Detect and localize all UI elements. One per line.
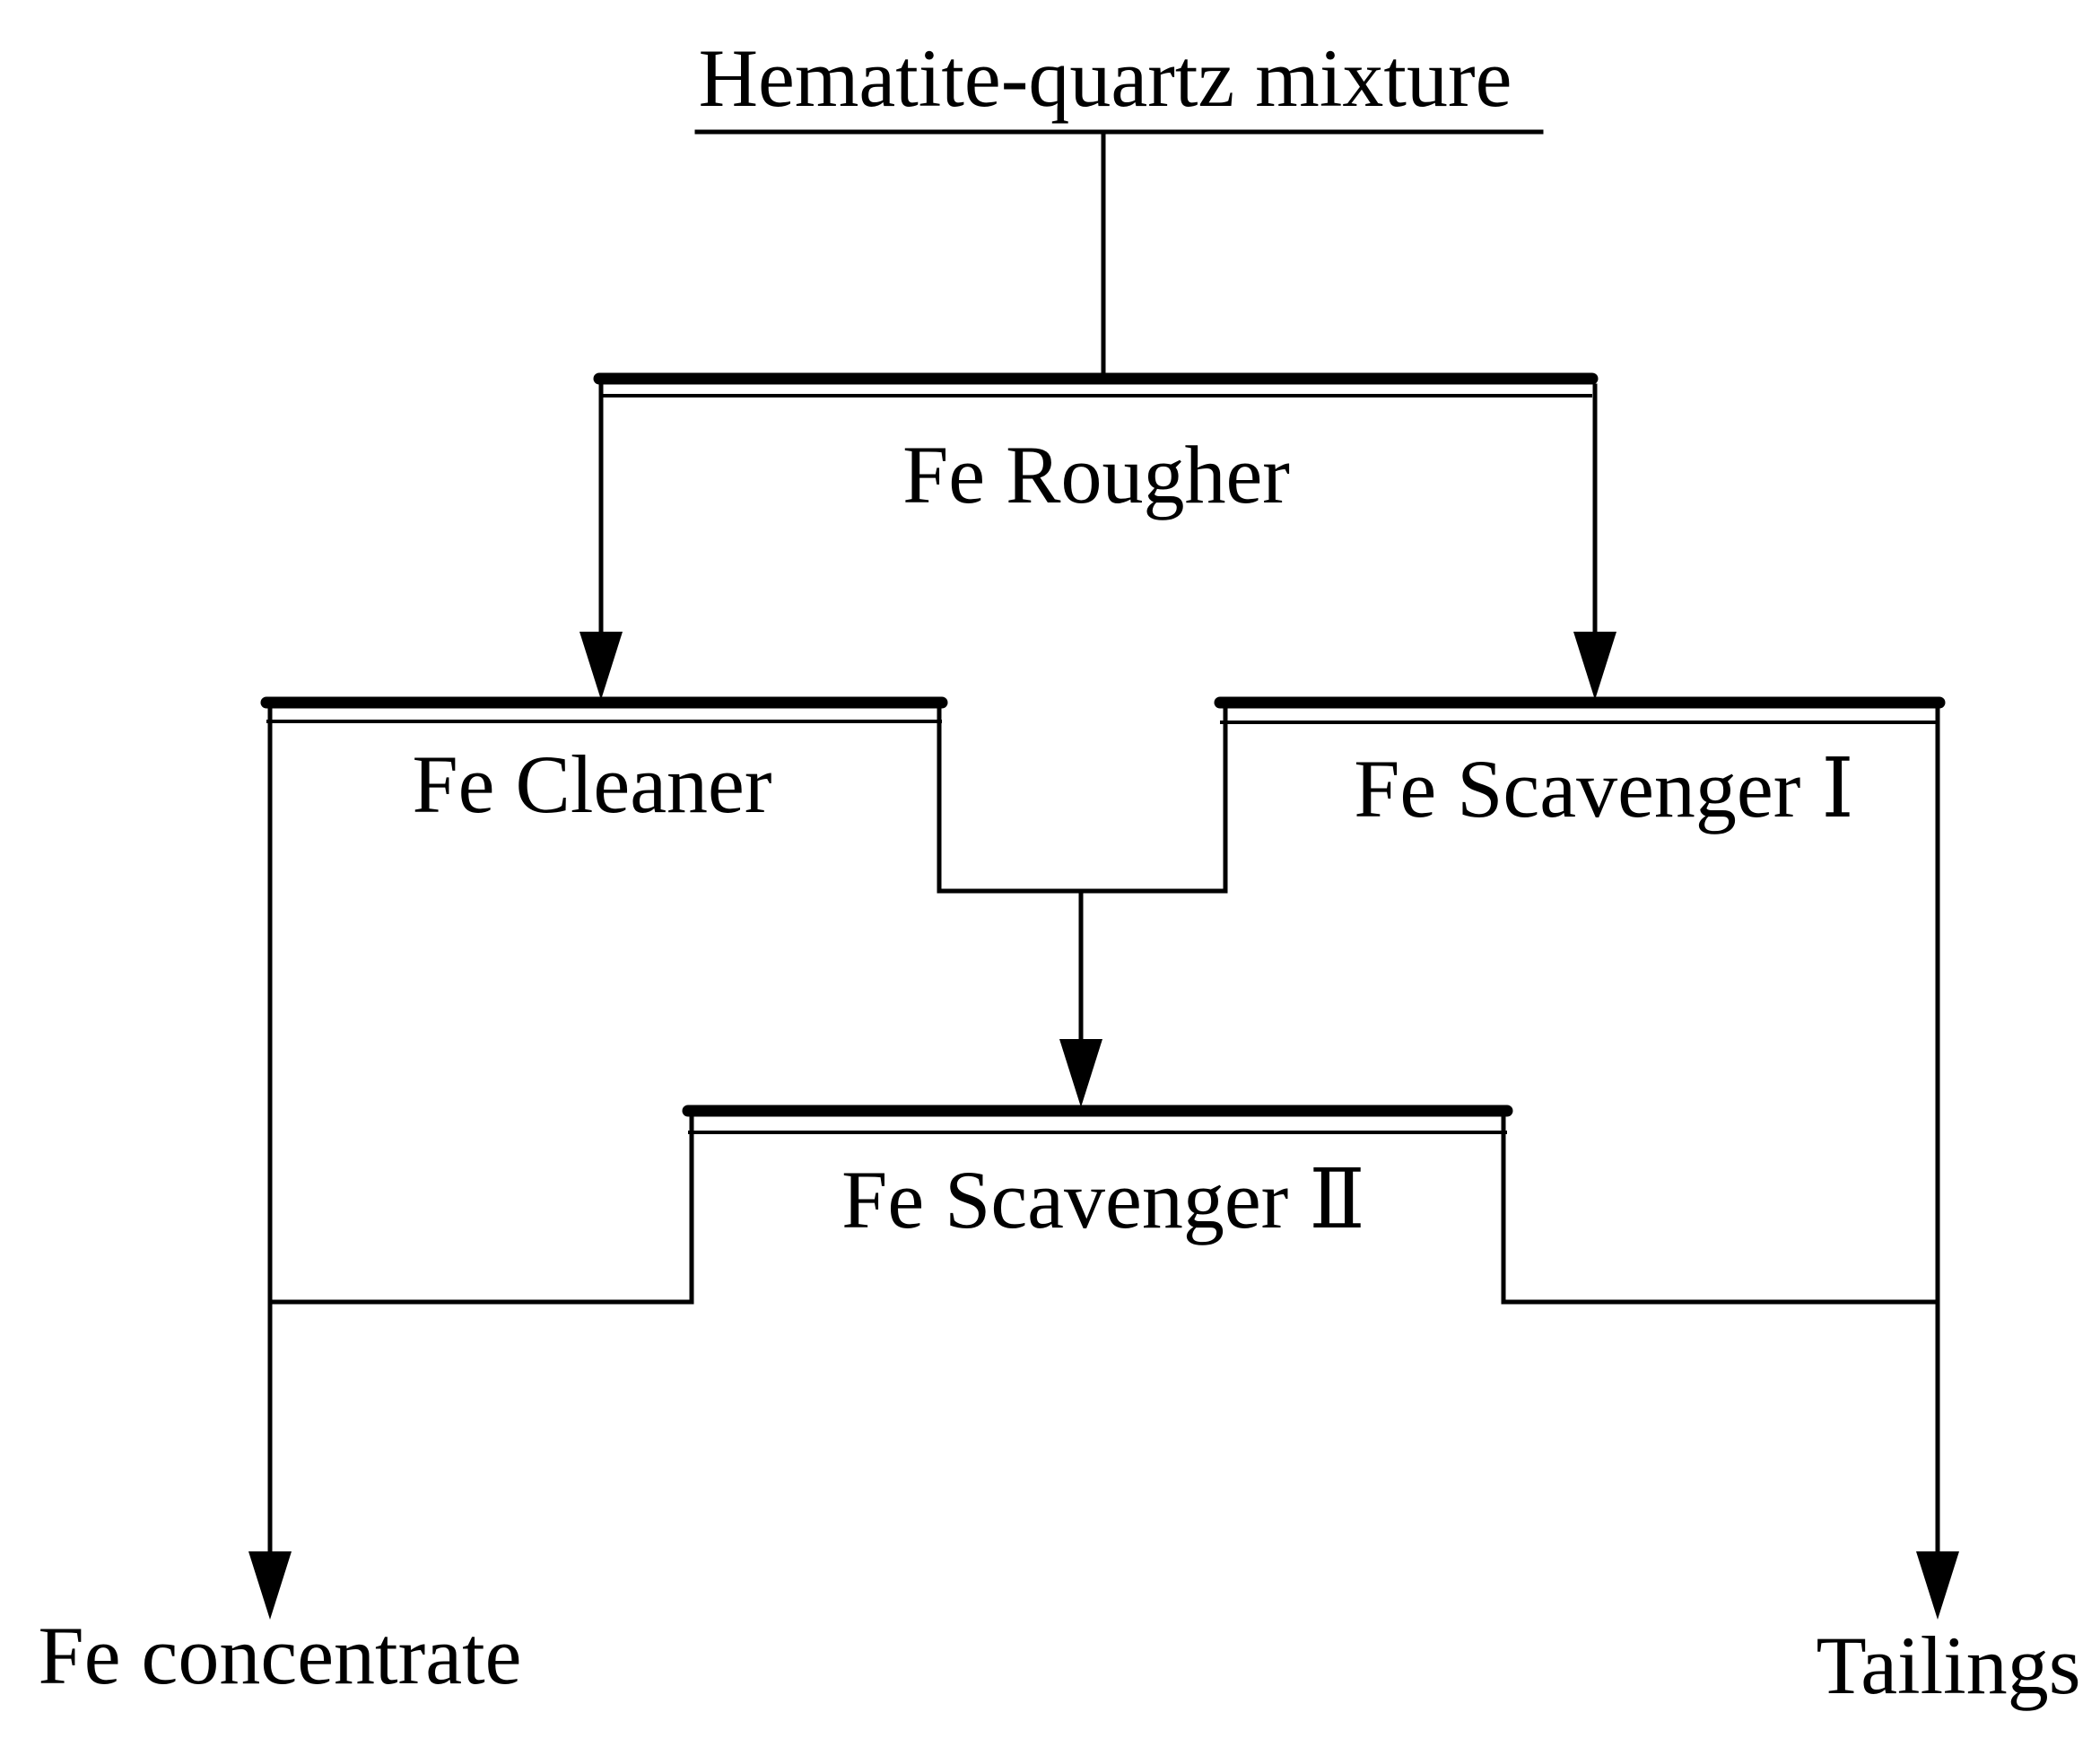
scavenger1-concentrate-line	[1078, 706, 1228, 894]
concentrate-label: Fe concentrate	[39, 1610, 522, 1701]
cleaner-tailings-line	[937, 706, 1084, 894]
concentrate-product: Fe concentrate	[39, 1551, 522, 1701]
scavenger1-stage: Fe Scavenger Ⅰ	[1078, 696, 1946, 1556]
feed-node: Hematite-quartz mixture	[694, 32, 1544, 381]
cleaner-label: Fe Cleaner	[412, 738, 771, 830]
feed-label: Hematite-quartz mixture	[699, 32, 1512, 124]
rougher-tailings-arrow	[1573, 632, 1616, 700]
rougher-concentrate-arrow	[579, 632, 623, 700]
rougher-label: Fe Rougher	[902, 429, 1290, 520]
tailings-arrow	[1916, 1551, 1959, 1620]
concentrate-arrow	[248, 1551, 292, 1620]
tailings-product: Tailings	[1816, 1551, 2081, 1711]
scavenger2-label: Fe Scavenger Ⅱ	[841, 1154, 1365, 1245]
middlings-arrow	[1059, 1039, 1102, 1107]
scavenger1-label: Fe Scavenger Ⅰ	[1354, 743, 1853, 834]
middlings-flow	[1059, 888, 1102, 1107]
scavenger2-concentrate-line	[267, 1114, 694, 1305]
scavenger2-stage: Fe Scavenger Ⅱ	[267, 1105, 1940, 1305]
scavenger2-tailings-line	[1501, 1114, 1940, 1305]
tailings-label: Tailings	[1816, 1620, 2080, 1711]
rougher-stage: Fe Rougher	[579, 372, 1616, 700]
cleaner-stage: Fe Cleaner	[260, 696, 1084, 1556]
